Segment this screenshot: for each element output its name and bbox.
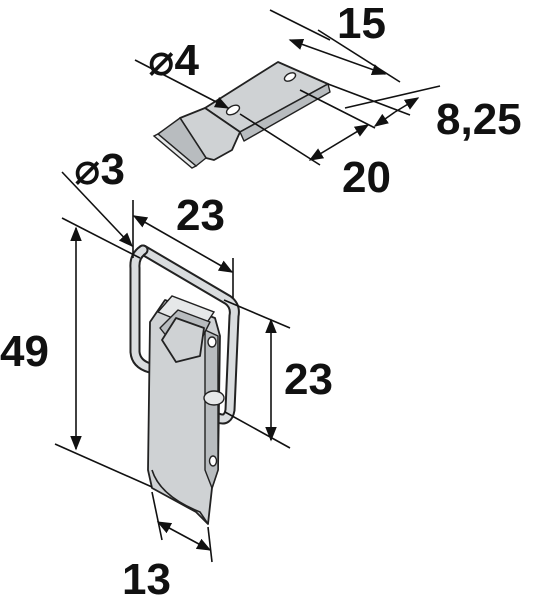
strike-hole-large (225, 104, 241, 116)
dim-top-length-label: 20 (342, 153, 391, 202)
strike-plate (152, 61, 331, 169)
dim-bottom-height-label: 23 (284, 355, 333, 404)
hinge-pin (207, 336, 217, 348)
dim-top-height-label: 8,25 (436, 95, 522, 144)
dim-bottom-width-label: 23 (176, 191, 225, 240)
hasp-dimension-lines (54, 171, 291, 563)
strike-dimension-lines (134, 9, 441, 166)
dim-bottom-base-label: 13 (122, 555, 171, 597)
hasp (129, 244, 240, 525)
dim-top-hole-label: ⌀4 (148, 36, 199, 85)
dim-bottom-total-label: 49 (0, 327, 49, 376)
hasp-body-hole (208, 455, 218, 467)
dim-top-width-label: 15 (337, 0, 386, 48)
dim-bottom-hole-label: ⌀3 (74, 145, 125, 194)
